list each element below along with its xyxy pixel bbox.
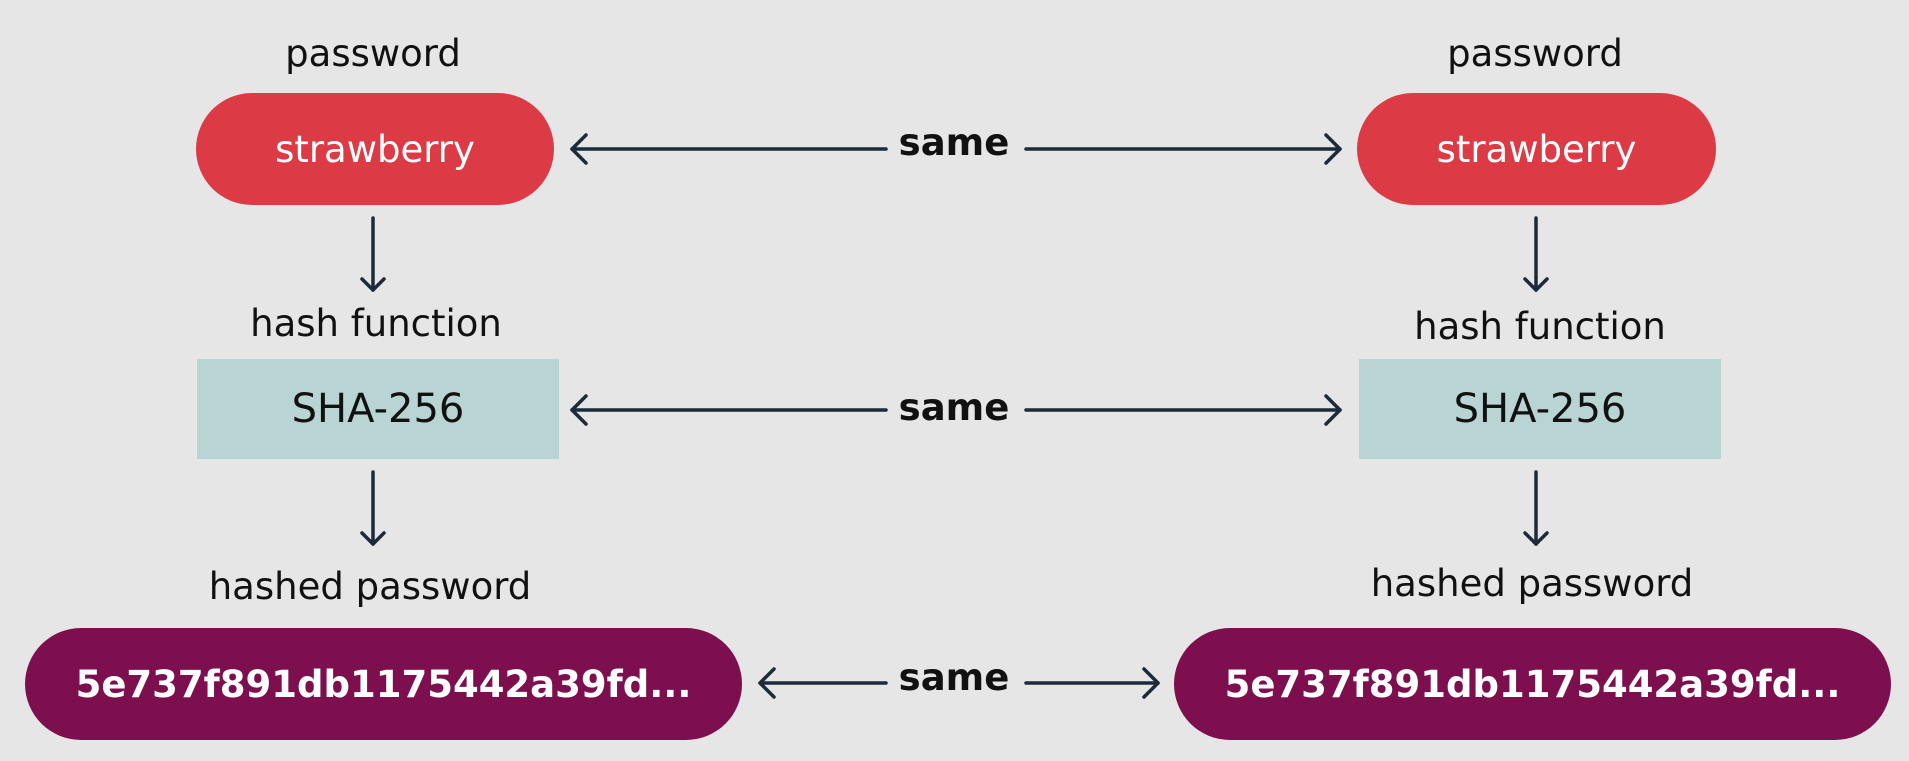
right-hashed-value: 5e737f891db1175442a39fd...: [1224, 662, 1841, 706]
left-hashed-node: 5e737f891db1175442a39fd...: [25, 628, 742, 740]
hashed-same-arrow: [758, 667, 1160, 699]
right-arrow-hash-to-hashed: [1523, 470, 1549, 546]
right-password-label: password: [1447, 32, 1623, 75]
left-hash-function-node: SHA-256: [197, 359, 559, 459]
right-password-value: strawberry: [1436, 127, 1637, 171]
password-same-arrow: [570, 133, 1342, 165]
left-hash-function-value: SHA-256: [291, 386, 465, 432]
left-hash-function-label: hash function: [250, 302, 502, 345]
left-password-label: password: [285, 32, 461, 75]
hash-function-same-label: same: [898, 386, 1010, 429]
right-hash-function-node: SHA-256: [1359, 359, 1721, 459]
left-password-node: strawberry: [196, 93, 554, 205]
right-arrow-password-to-hash: [1523, 216, 1549, 292]
hash-function-same-arrow: [570, 394, 1342, 426]
left-arrow-hash-to-hashed: [360, 470, 386, 546]
right-hash-function-value: SHA-256: [1453, 386, 1627, 432]
left-password-value: strawberry: [275, 127, 475, 171]
right-hash-function-label: hash function: [1414, 305, 1666, 348]
left-hashed-value: 5e737f891db1175442a39fd...: [75, 662, 692, 706]
right-password-node: strawberry: [1357, 93, 1716, 205]
right-hashed-label: hashed password: [1370, 562, 1694, 605]
password-same-label: same: [898, 121, 1010, 164]
left-arrow-password-to-hash: [360, 216, 386, 292]
left-hashed-label: hashed password: [208, 565, 532, 608]
right-hashed-node: 5e737f891db1175442a39fd...: [1174, 628, 1891, 740]
hashed-same-label: same: [898, 656, 1010, 699]
